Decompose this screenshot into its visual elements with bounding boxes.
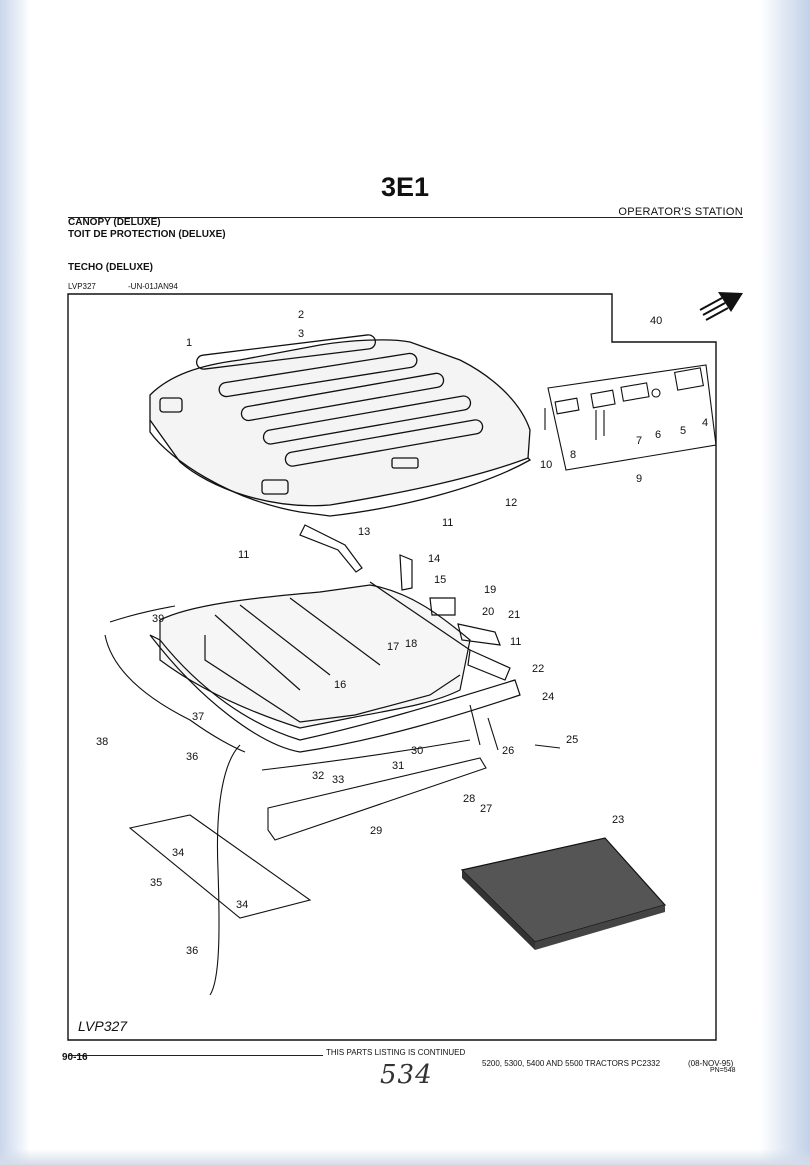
heading-french: TOIT DE PROTECTION (DELUXE) [68,229,226,240]
callout-5: 5 [680,425,686,437]
callout-21: 21 [508,609,520,621]
callout-16: 16 [334,679,346,691]
lamp-assembly-drawing [544,364,717,471]
revision-date: (08-NOV-95) [688,1059,734,1068]
callout-12: 12 [505,497,517,509]
callout-22: 22 [532,663,544,675]
callout-24: 24 [542,691,554,703]
callout-19: 19 [484,584,496,596]
callout-20: 20 [482,606,494,618]
ref-code: LVP327 [68,282,96,291]
callout-26: 26 [502,745,514,757]
pn-number: PN=548 [710,1067,736,1074]
heading-english: CANOPY (DELUXE) [68,217,161,228]
callout-18: 18 [405,638,417,650]
canopy-roof-drawing [149,334,532,517]
callout-31: 31 [392,760,404,772]
callout-23: 23 [612,814,624,826]
models-line: 5200, 5300, 5400 AND 5500 TRACTORS PC233… [482,1059,661,1068]
callout-11c: 11 [510,636,521,648]
callout-9: 9 [636,473,642,485]
callout-8: 8 [570,449,576,461]
callout-11b: 11 [238,549,249,561]
page-title: 3E1 [380,172,430,202]
callout-7: 7 [636,435,642,447]
continued-note: THIS PARTS LISTING IS CONTINUED [326,1048,466,1057]
callout-11a: 11 [442,517,453,529]
figure-label: LVP327 [78,1018,128,1034]
callout-40: 40 [650,315,662,327]
callout-37: 37 [192,711,204,723]
canopy-frame-drawing [149,524,521,753]
callout-10: 10 [540,459,552,471]
callout-36a: 36 [186,751,198,763]
header-rule [68,217,743,218]
callout-32: 32 [312,770,324,782]
ref-date: -UN-01JAN94 [128,282,178,291]
callout-14: 14 [428,553,440,565]
callout-35: 35 [150,877,162,889]
section-label: OPERATOR'S STATION [618,206,743,218]
callout-38: 38 [96,736,108,748]
callout-6: 6 [655,429,661,441]
callout-29: 29 [370,825,382,837]
callout-39: 39 [152,613,164,625]
scan-edge-left [0,0,30,1165]
callout-34b: 34 [236,899,248,911]
callout-13: 13 [358,526,370,538]
callout-33: 33 [332,774,344,786]
scan-edge-bottom [0,1149,810,1165]
callout-34a: 34 [172,847,184,859]
callout-25: 25 [566,734,578,746]
callout-4: 4 [702,417,708,429]
callout-30: 30 [411,745,423,757]
callout-27: 27 [480,803,492,815]
callout-labels: 1 2 3 4 5 6 7 8 9 10 11 11 11 12 13 14 1… [96,309,708,957]
callout-17: 17 [387,641,399,653]
callout-3: 3 [298,328,304,340]
callout-15: 15 [434,574,446,586]
page-number: 90-16 [62,1052,88,1063]
callout-28: 28 [463,793,475,805]
footer-rule [68,1055,323,1056]
handwritten-page-note: 534 [380,1060,433,1090]
callout-1: 1 [186,337,192,349]
heading-spanish: TECHO (DELUXE) [68,262,153,273]
direction-arrow-icon [699,292,743,321]
headliner-pad-drawing [460,837,667,950]
callout-36b: 36 [186,945,198,957]
callout-2: 2 [298,309,304,321]
lower-parts-drawing [104,605,561,996]
figure-frame [67,293,717,1041]
scan-edge-right [760,0,810,1165]
